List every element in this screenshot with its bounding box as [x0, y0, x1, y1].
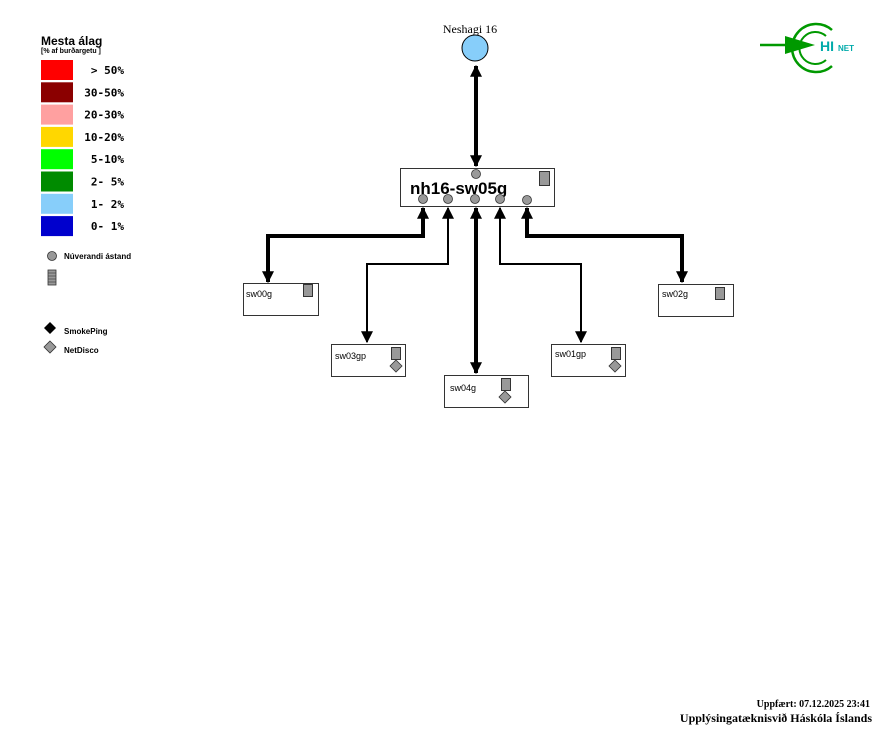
legend-label: 10-20% — [84, 131, 124, 144]
status-circle-icon — [47, 251, 57, 261]
legend-swatch — [41, 171, 73, 192]
legend-swatch — [41, 149, 73, 170]
uplink-label: Neshagi 16 — [443, 22, 497, 36]
legend-label: 1- 2% — [91, 198, 124, 211]
legend: Mesta álag [% af burðargetu ] > 50% 30-50… — [41, 34, 131, 355]
switch-label: sw01gp — [555, 349, 586, 359]
switch-label: sw00g — [246, 289, 272, 299]
core-switch-label: nh16-sw05g — [410, 179, 507, 198]
switch-label: sw03gp — [335, 351, 366, 361]
device-icon[interactable] — [715, 287, 725, 300]
netdisco-diamond-icon[interactable] — [498, 390, 512, 404]
legend-swatch — [41, 82, 73, 103]
logo-net: NET — [838, 44, 854, 53]
netdisco-diamond-icon[interactable] — [389, 359, 403, 373]
switch-label: sw02g — [662, 289, 688, 299]
legend-label: 2- 5% — [91, 176, 124, 189]
port-status-icon[interactable] — [495, 194, 505, 204]
core-switch[interactable]: nh16-sw05g — [400, 168, 555, 207]
links — [262, 64, 688, 375]
port-status-icon[interactable] — [418, 194, 428, 204]
legend-subtitle: [% af burðargetu ] — [41, 47, 101, 55]
legend-smokeping-label: SmokePing — [64, 327, 108, 336]
logo-hi: HI — [820, 38, 834, 54]
device-icon[interactable] — [501, 378, 511, 391]
hinet-logo: HI NET — [760, 22, 854, 74]
legend-swatch — [41, 126, 73, 147]
port-status-icon[interactable] — [470, 194, 480, 204]
organization-name: Upplýsingatæknisvið Háskóla Íslands — [680, 711, 872, 725]
smokeping-diamond-icon — [44, 322, 56, 334]
switch-sw02g[interactable]: sw02g — [658, 284, 734, 317]
switch-sw04g[interactable]: sw04g — [444, 375, 529, 408]
legend-title: Mesta álag — [41, 34, 102, 48]
link-sw03gp[interactable] — [361, 206, 454, 344]
device-icon[interactable] — [391, 347, 401, 360]
legend-status-label: Núverandi ástand — [64, 252, 131, 261]
legend-label: > 50% — [91, 64, 124, 77]
uplink-circle-icon[interactable] — [461, 34, 489, 62]
switch-sw00g[interactable]: sw00g — [243, 283, 319, 316]
device-icon[interactable] — [611, 347, 621, 360]
switch-sw01gp[interactable]: sw01gp — [551, 344, 626, 377]
device-icon[interactable] — [303, 284, 313, 297]
port-status-icon[interactable] — [471, 169, 481, 179]
link-sw02g[interactable] — [521, 206, 688, 284]
updated-timestamp: Uppfært: 07.12.2025 23:41 — [757, 699, 870, 710]
uplink-node[interactable]: Neshagi 16 — [443, 22, 497, 62]
port-status-icon[interactable] — [522, 195, 532, 205]
netdisco-diamond-icon — [43, 340, 57, 354]
legend-label: 20-30% — [84, 109, 124, 122]
switch-label: sw04g — [450, 383, 476, 393]
switch-sw03gp[interactable]: sw03gp — [331, 344, 406, 377]
netdisco-diamond-icon[interactable] — [608, 359, 622, 373]
legend-label: 0- 1% — [91, 220, 124, 233]
legend-netdisco-label: NetDisco — [64, 346, 99, 355]
legend-label: 5-10% — [91, 153, 124, 166]
legend-label: 30-50% — [84, 86, 124, 99]
port-status-icon[interactable] — [443, 194, 453, 204]
device-icon[interactable] — [539, 171, 550, 186]
legend-swatch — [41, 60, 73, 80]
link-sw00g[interactable] — [262, 206, 429, 284]
legend-swatch — [41, 104, 73, 125]
legend-swatch — [41, 216, 73, 237]
legend-swatch — [41, 193, 73, 214]
device-icon — [47, 269, 57, 286]
link-sw01gp[interactable] — [494, 206, 587, 344]
